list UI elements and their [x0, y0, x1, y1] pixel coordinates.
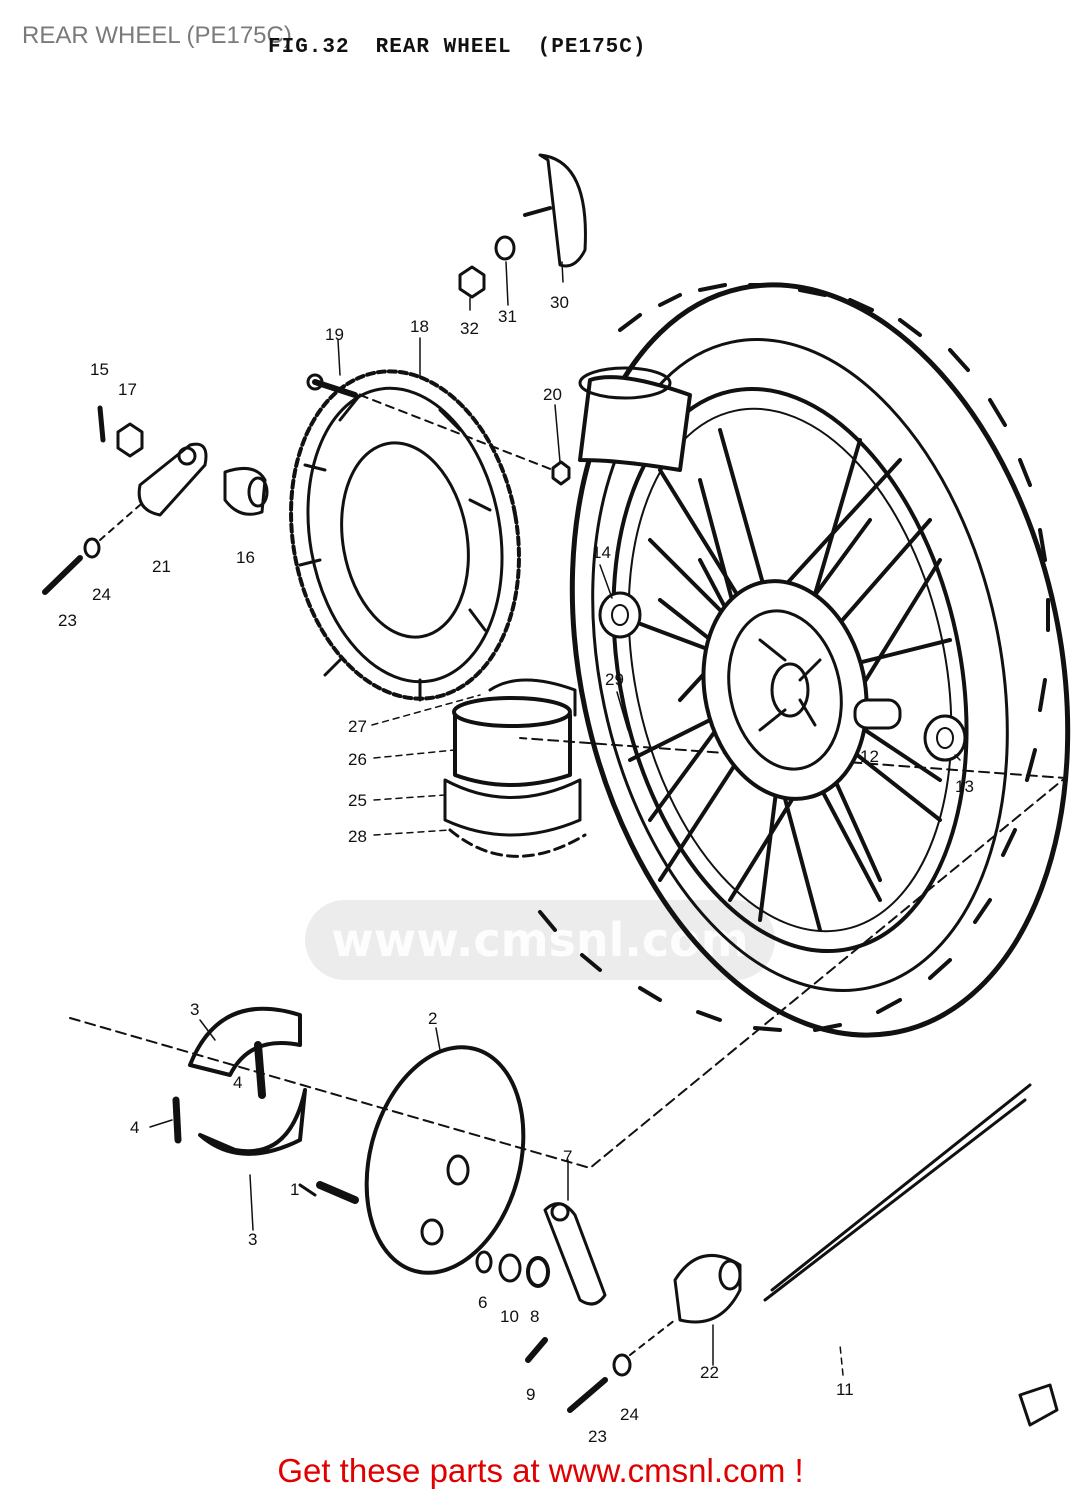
callout-10: 10 — [500, 1307, 519, 1326]
callout-3-upper: 3 — [190, 1000, 199, 1019]
rear-sprocket — [289, 369, 521, 702]
page-title: REAR WHEEL (PE175C) — [22, 22, 292, 49]
callout-9: 9 — [526, 1385, 535, 1404]
watermark-logo: www.cmsnl.com — [305, 900, 775, 980]
callout-2: 2 — [428, 1009, 437, 1028]
promo-banner-link[interactable]: Get these parts at www.cmsnl.com ! — [277, 1452, 804, 1489]
brake-shoe-upper — [188, 1006, 302, 1077]
callout-30: 30 — [550, 293, 569, 312]
brake-cam — [316, 1181, 359, 1204]
bolt-23-upper — [42, 555, 83, 595]
bolt-23-lower — [567, 1377, 608, 1413]
spring-4b — [172, 1096, 182, 1144]
callout-23-lower: 23 — [588, 1427, 607, 1446]
tire-tube-section — [578, 375, 692, 472]
callout-11: 11 — [836, 1380, 854, 1399]
tire-inner — [591, 338, 1009, 992]
wheel-rim — [611, 386, 969, 954]
callout-4-inner: 4 — [233, 1073, 242, 1092]
nut-17 — [116, 422, 144, 458]
callout-19: 19 — [325, 325, 344, 344]
callout-20: 20 — [543, 385, 562, 404]
callout-29: 29 — [605, 670, 624, 689]
callout-15: 15 — [90, 360, 109, 379]
nut-32 — [458, 265, 486, 299]
callout-7: 7 — [563, 1147, 572, 1166]
tire-tread — [538, 283, 1050, 1032]
rear-tire — [569, 282, 1071, 1038]
callout-18: 18 — [410, 317, 429, 336]
callout-22: 22 — [700, 1363, 719, 1382]
brake-drum-assembly — [443, 678, 587, 858]
figure-model: (PE175C) — [537, 36, 647, 59]
callout-32: 32 — [460, 319, 479, 338]
nut-20 — [551, 460, 571, 486]
callout-28: 28 — [348, 827, 367, 846]
figure-name: REAR WHEEL — [375, 36, 512, 59]
callout-23-upper: 23 — [58, 611, 77, 630]
callout-25: 25 — [348, 791, 367, 810]
pin-15 — [97, 405, 106, 443]
washer-31 — [494, 235, 516, 261]
spring-4a — [254, 1041, 266, 1099]
callout-14: 14 — [592, 543, 611, 562]
callout-26: 26 — [348, 750, 367, 769]
callout-13: 13 — [955, 777, 974, 796]
hub-spacer — [853, 698, 902, 730]
callout-31: 31 — [498, 307, 517, 326]
callout-8: 8 — [530, 1307, 539, 1326]
callout-16: 16 — [236, 548, 255, 567]
callout-17: 17 — [118, 380, 137, 399]
callout-21: 21 — [152, 557, 171, 576]
callout-1: 1 — [290, 1180, 299, 1199]
callout-24-upper: 24 — [92, 585, 111, 604]
bearing-14 — [598, 591, 642, 639]
chain-adjuster — [137, 442, 208, 517]
callout-12: 12 — [860, 747, 879, 766]
rim-lock — [538, 153, 587, 268]
brake-shoe-lower — [198, 1088, 307, 1156]
rear-axle — [763, 1083, 1032, 1302]
collar-16 — [223, 466, 267, 516]
washer-10 — [498, 1253, 522, 1283]
washer-24-upper — [83, 537, 101, 559]
callout-24-lower: 24 — [620, 1405, 639, 1424]
washer-6 — [475, 1250, 493, 1274]
callout-4-outer: 4 — [130, 1118, 139, 1137]
callout-3-lower: 3 — [248, 1230, 257, 1249]
seal-8 — [526, 1256, 550, 1288]
brake-panel — [364, 1045, 526, 1275]
bearing-13 — [923, 714, 967, 762]
callout-27: 27 — [348, 717, 367, 736]
bolt-9 — [525, 1337, 548, 1363]
figure-label: FIG.32 — [268, 36, 350, 59]
washer-24-lower — [612, 1353, 632, 1377]
figure-title: FIG.32 REAR WHEEL (PE175C) — [268, 36, 672, 59]
callout-6: 6 — [478, 1293, 487, 1312]
wheel-hub — [701, 579, 869, 801]
